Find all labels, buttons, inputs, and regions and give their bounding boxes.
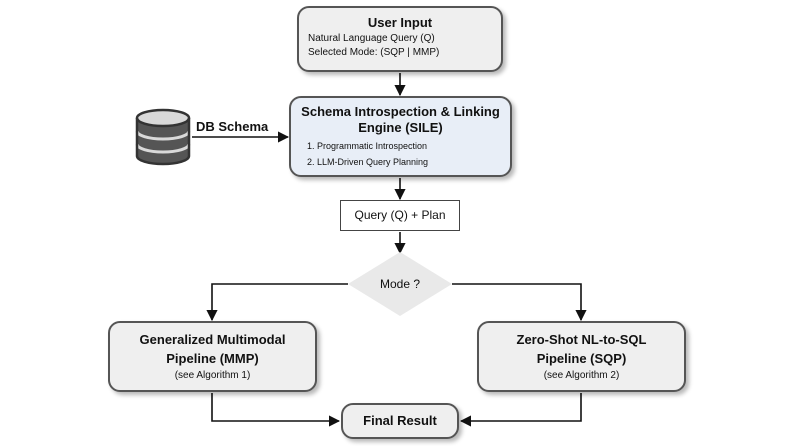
mode-diamond xyxy=(348,252,452,316)
arrow-mode-to-sqp xyxy=(452,283,587,322)
final-result-label: Final Result xyxy=(363,413,437,428)
sqp-note: (see Algorithm 2) xyxy=(543,370,620,381)
sile-step-2: 2. LLM-Driven Query Planning xyxy=(307,157,429,167)
arrow-mode-to-mmp xyxy=(206,283,348,322)
sile-box: Schema Introspection & Linking Engine (S… xyxy=(289,96,512,177)
user-input-query-line: Natural Language Query (Q) xyxy=(308,33,435,44)
mmp-note: (see Algorithm 1) xyxy=(174,370,251,381)
query-plan-label: Query (Q) + Plan xyxy=(354,208,446,222)
query-plan-box: Query (Q) + Plan xyxy=(340,200,460,231)
sqp-box: Zero-Shot NL-to-SQL Pipeline (SQP) (see … xyxy=(477,321,686,392)
final-result-box: Final Result xyxy=(341,403,459,439)
db-schema-label: DB Schema xyxy=(196,119,269,134)
sile-title: Schema Introspection & Linking Engine (S… xyxy=(301,104,500,135)
mmp-title: Generalized Multimodal Pipeline (MMP) xyxy=(139,332,286,366)
sile-step-1: 1. Programmatic Introspection xyxy=(307,141,428,151)
arrow-sqp-to-final xyxy=(459,393,582,427)
mmp-box: Generalized Multimodal Pipeline (MMP) (s… xyxy=(108,321,317,392)
sqp-title: Zero-Shot NL-to-SQL Pipeline (SQP) xyxy=(516,332,647,366)
mode-label: Mode ? xyxy=(379,277,421,291)
user-input-box: User Input Natural Language Query (Q) Se… xyxy=(297,6,503,72)
database-icon xyxy=(135,108,191,166)
arrow-mmp-to-final xyxy=(211,393,341,427)
user-input-title: User Input xyxy=(367,15,433,30)
user-input-mode-line: Selected Mode: (SQP | MMP) xyxy=(308,47,440,58)
